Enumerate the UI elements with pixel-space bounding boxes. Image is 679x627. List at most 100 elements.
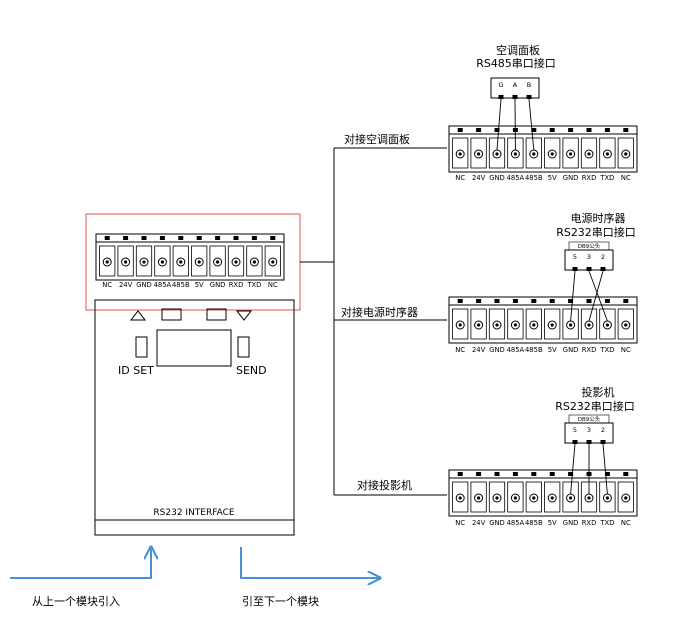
up-arrow-icon[interactable] [129,310,147,321]
power-subtitle: RS232串口接口 [556,226,636,239]
plug-pin-label: 2 [601,253,605,261]
pin-label: 5V [548,346,557,354]
interface-label: RS232 INTERFACE [153,508,234,518]
pin-label: 485A [154,281,172,289]
plug-pin-label: 3 [587,253,591,261]
terminal-pin [172,236,189,277]
pin-label: RXD [582,174,597,182]
pin-label: 485B [525,519,543,527]
pin-label: TXD [599,346,614,354]
pin-label: TXD [599,519,614,527]
terminal-pin [599,299,616,340]
branch-label-projector: 对接投影机 [357,478,412,492]
pin-label: 485B [172,281,190,289]
pin-label: 485A [507,174,525,182]
pin-label: GND [489,174,505,182]
pin-label: GND [563,174,579,182]
pin-label: GND [489,519,505,527]
pin-label: GND [563,346,579,354]
terminal-pin [452,128,469,169]
projector-subtitle: RS232串口接口 [555,400,635,413]
id-set-label: ID SET [118,364,154,377]
terminal-pin [507,472,524,513]
pin-label: TXD [246,281,261,289]
flow-arrows [10,547,380,578]
pin-label: NC [621,174,631,182]
terminal-pin [264,236,281,277]
in-arrow [10,547,151,579]
terminal-pin [209,236,226,277]
button-right[interactable] [206,308,227,321]
pin-label: NC [621,346,631,354]
send-button[interactable] [237,336,250,358]
terminal-pin [135,236,153,277]
terminal-pin [580,299,598,340]
branch-lines [300,147,447,496]
terminal-pin [488,472,506,513]
pin-label: RXD [582,519,597,527]
terminal-pin [525,299,542,340]
terminal-pin [507,299,524,340]
pin-label: GND [563,519,579,527]
display-screen [156,329,232,367]
pin-label: GND [210,281,226,289]
pin-label: TXD [599,174,614,182]
branch-label-ac: 对接空调面板 [344,132,410,146]
terminal-pin [562,299,579,340]
terminal-pin [154,236,171,277]
down-arrow-icon[interactable] [235,310,253,321]
flow-in-label: 从上一个模块引入 [32,594,120,608]
plug-caption: DB9公头 [578,415,601,423]
terminal-pin [544,299,561,340]
pin-label: 5V [548,519,557,527]
pin-label: NC [621,519,631,527]
terminal-pin [544,128,561,169]
plug-pin-label: 5 [573,253,577,261]
terminal-pin [617,299,634,340]
plug-pin-label: A [513,81,518,89]
plug-caption: DB9公头 [578,242,601,250]
send-label: SEND [236,364,267,377]
plug-pin-label: 2 [601,426,605,434]
terminal-pin [470,472,487,513]
pin-label: 485A [507,519,525,527]
terminal-pin [617,472,634,513]
terminal-pin [617,128,634,169]
pin-label: 24V [472,519,486,527]
terminal-pin [599,128,616,169]
terminal-pin [227,236,245,277]
pin-label: 24V [472,174,486,182]
pin-label: NC [102,281,112,289]
pin-label: RXD [229,281,244,289]
pin-label: 24V [472,346,486,354]
pin-label: NC [455,346,465,354]
pin-label: 485A [507,346,525,354]
pin-label: 5V [195,281,204,289]
button-left[interactable] [161,308,182,321]
plug-pin-label: 5 [573,426,577,434]
ac-panel-title: 空调面板 [496,43,540,57]
id-set-button[interactable] [135,336,148,358]
pin-label: GND [489,346,505,354]
flow-out-label: 引至下一个模块 [242,594,319,608]
terminal-pin [452,299,469,340]
projector-title: 投影机 [582,385,615,399]
pin-label: 485B [525,174,543,182]
power-title: 电源时序器 [571,211,626,225]
plug-pin-label: 3 [587,426,591,434]
pin-label: 485B [525,346,543,354]
terminal-pin [191,236,208,277]
ac-panel-subtitle: RS485串口接口 [476,57,556,70]
pin-label: NC [455,519,465,527]
out-arrow [240,547,380,578]
plug-pin-label: G [498,81,503,89]
pin-label: RXD [582,346,597,354]
pin-label: 24V [119,281,133,289]
